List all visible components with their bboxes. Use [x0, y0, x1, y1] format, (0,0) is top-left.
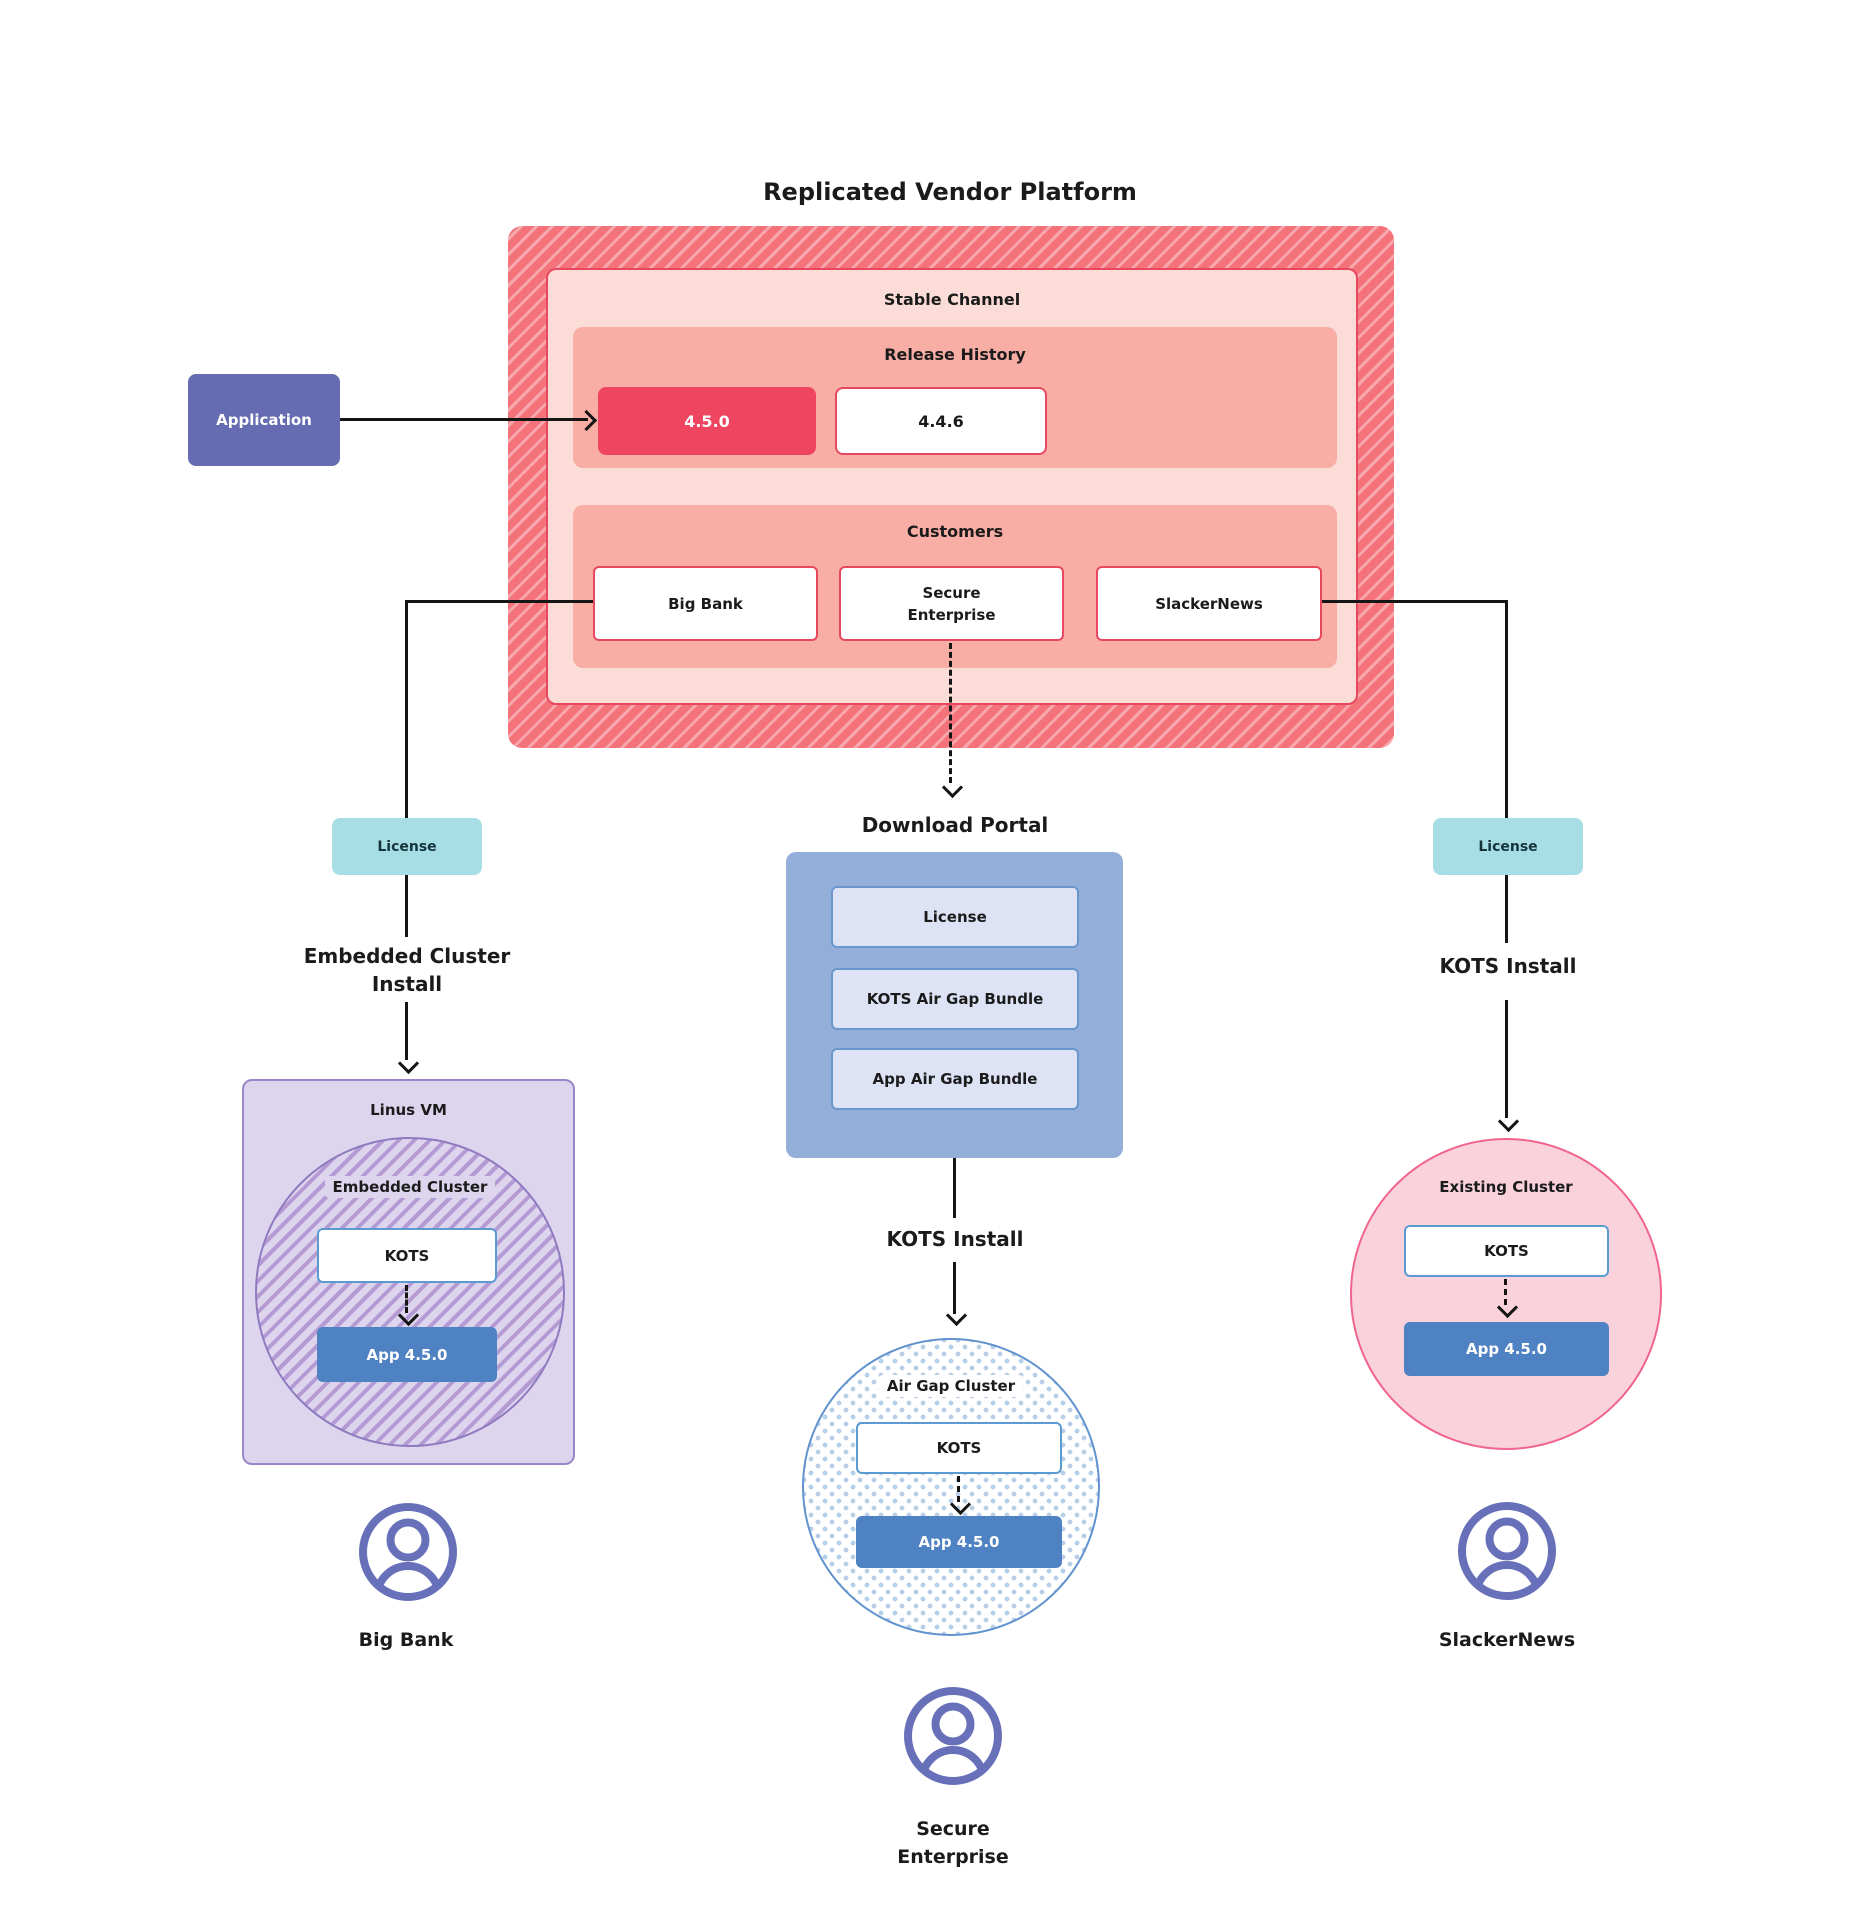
user-label-big-bank: Big Bank [358, 1629, 454, 1651]
secure-enterprise-dashed-line [949, 643, 952, 783]
right-line-2 [1505, 1000, 1508, 1118]
air-gap-cluster-label: Air Gap Cluster [831, 1375, 1071, 1397]
arrow-down-icon [1497, 1110, 1520, 1133]
kots-box-center: KOTS [856, 1422, 1062, 1474]
customers-label: Customers [906, 522, 1004, 541]
customer-secure-enterprise: Secure Enterprise [839, 566, 1064, 641]
app-box-center: App 4.5.0 [856, 1516, 1062, 1568]
portal-item-license: License [831, 886, 1079, 948]
user-label-slackernews: SlackerNews [1438, 1629, 1576, 1651]
user-avatar-icon [1458, 1502, 1556, 1600]
customer-slackernews: SlackerNews [1096, 566, 1322, 641]
kots-box-right: KOTS [1404, 1225, 1609, 1277]
center-line-2 [953, 1262, 956, 1314]
left-dashed-line [405, 1285, 408, 1313]
diagram-title: Replicated Vendor Platform [763, 178, 1137, 206]
user-avatar-icon [359, 1503, 457, 1601]
release-version-current: 4.5.0 [598, 387, 816, 455]
existing-cluster-label: Existing Cluster [1439, 1178, 1573, 1196]
right-line-1 [1505, 875, 1508, 943]
license-node-right: License [1433, 818, 1583, 875]
right-dashed-line [1504, 1279, 1507, 1305]
slackernews-connector-h [1322, 600, 1508, 603]
arrow-down-icon [945, 1304, 968, 1327]
application-node: Application [188, 374, 340, 466]
customer-big-bank: Big Bank [593, 566, 818, 641]
left-line-1 [405, 875, 408, 937]
portal-item-kots-bundle: KOTS Air Gap Bundle [831, 968, 1079, 1030]
kots-install-label-center: KOTS Install [886, 1227, 1024, 1251]
kots-box-left: KOTS [317, 1228, 497, 1283]
application-arrow-line [340, 418, 588, 421]
release-version-previous: 4.4.6 [835, 387, 1047, 455]
linus-vm-label: Linus VM [370, 1101, 447, 1119]
slackernews-connector-v [1505, 600, 1508, 818]
arrow-down-icon [397, 1052, 420, 1075]
license-node-left: License [332, 818, 482, 875]
embedded-cluster-label: Embedded Cluster [285, 1176, 535, 1198]
arrow-down-icon [941, 776, 964, 799]
stable-channel-label: Stable Channel [883, 290, 1021, 309]
app-box-right: App 4.5.0 [1404, 1322, 1609, 1376]
left-line-2 [405, 1002, 408, 1060]
release-history-label: Release History [884, 345, 1026, 364]
bigbank-connector-h [407, 600, 593, 603]
center-dashed-line [957, 1476, 960, 1502]
user-label-secure-enterprise: Secure Enterprise [897, 1818, 1009, 1868]
user-avatar-icon [904, 1687, 1002, 1785]
portal-item-app-bundle: App Air Gap Bundle [831, 1048, 1079, 1110]
app-box-left: App 4.5.0 [317, 1327, 497, 1382]
embedded-cluster-install-label: Embedded Cluster Install [303, 944, 511, 996]
center-line-1 [953, 1158, 956, 1218]
download-portal-label: Download Portal [861, 813, 1049, 837]
kots-install-label-right: KOTS Install [1439, 954, 1577, 978]
bigbank-connector-v [405, 600, 408, 818]
